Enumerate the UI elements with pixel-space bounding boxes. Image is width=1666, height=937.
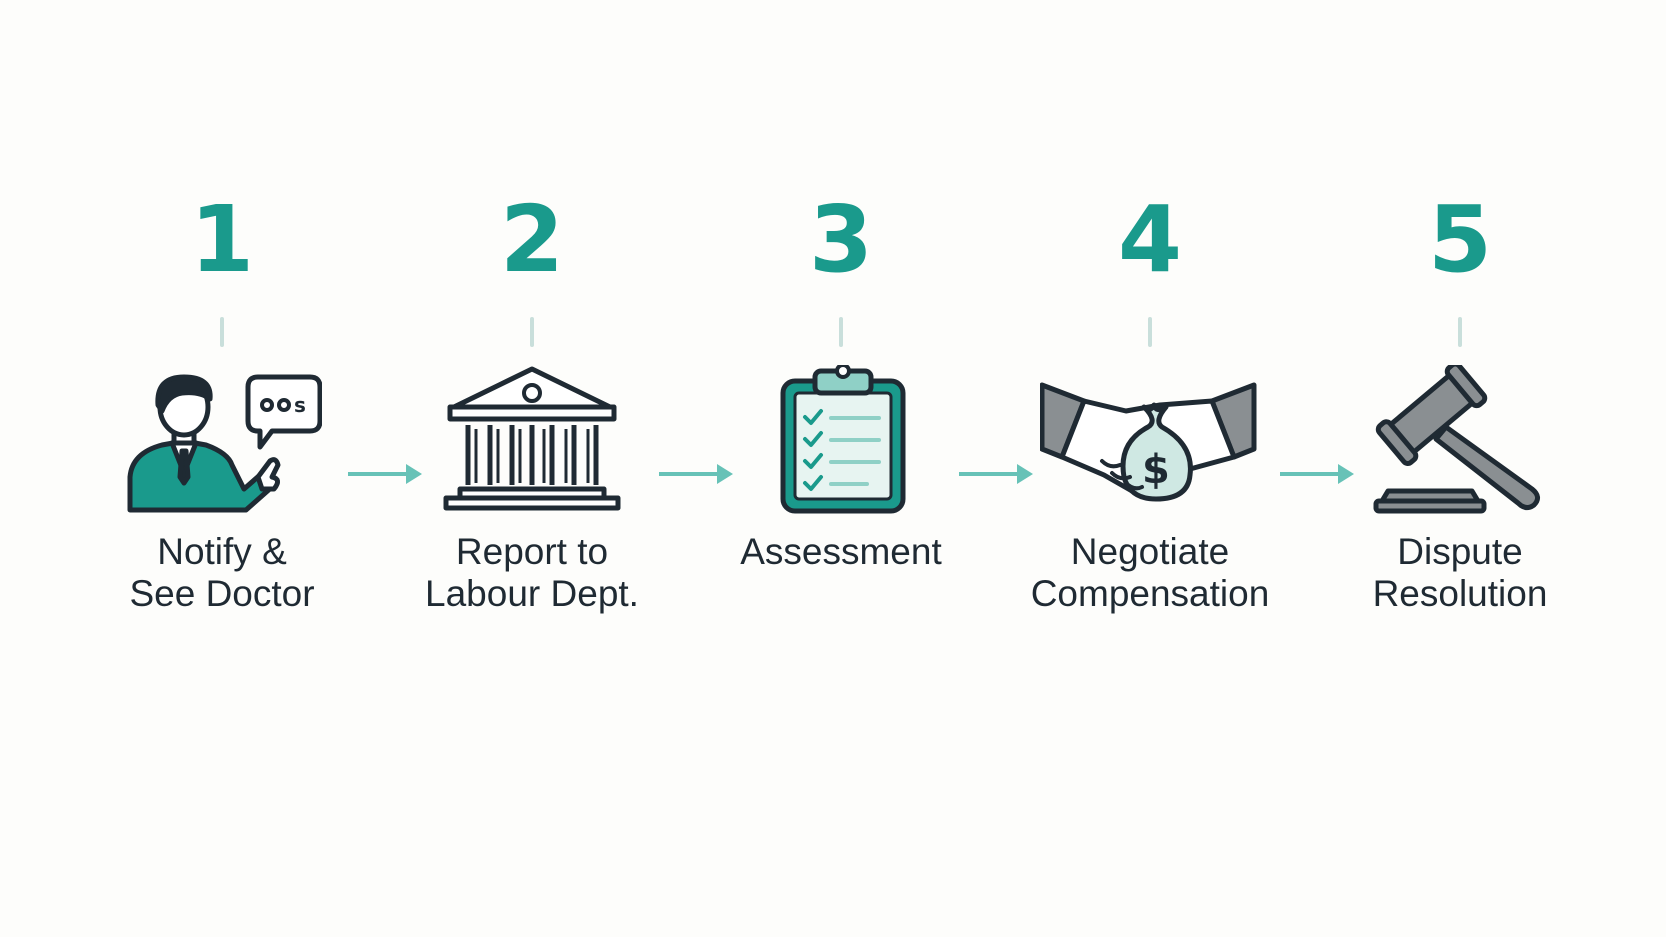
step-1: 1 s bbox=[72, 190, 372, 615]
step-2: 2 bbox=[382, 190, 682, 615]
step-3: 3 Assessment bbox=[691, 190, 991, 573]
step-label: Dispute Resolution bbox=[1372, 531, 1548, 614]
arrow-right-icon bbox=[657, 461, 737, 487]
arrow-right-icon bbox=[957, 461, 1037, 487]
gavel-icon bbox=[1373, 365, 1540, 514]
step-label: Report to Labour Dept. bbox=[425, 531, 639, 614]
arrow-right-icon bbox=[346, 461, 426, 487]
step-5: 5 Dispute Resolution bbox=[1310, 190, 1610, 615]
svg-text:s: s bbox=[294, 393, 306, 417]
clipboard-checklist-icon bbox=[780, 365, 906, 514]
step-label: Notify & See Doctor bbox=[129, 531, 315, 614]
svg-text:$: $ bbox=[1142, 447, 1170, 493]
government-building-icon bbox=[443, 366, 621, 511]
person-speech-icon: s bbox=[127, 374, 322, 513]
step-label: Assessment bbox=[740, 531, 942, 572]
connector-tick bbox=[530, 317, 534, 347]
handshake-money-icon: $ bbox=[1040, 382, 1257, 502]
step-number: 1 bbox=[189, 186, 254, 293]
arrow-right-icon bbox=[1278, 461, 1358, 487]
step-label: Negotiate Compensation bbox=[1030, 531, 1270, 614]
connector-tick bbox=[1148, 317, 1152, 347]
step-4: 4 $ Negotiate Compensation bbox=[1000, 190, 1300, 615]
step-number: 5 bbox=[1427, 186, 1492, 293]
step-number: 3 bbox=[808, 186, 873, 293]
connector-tick bbox=[839, 317, 843, 347]
connector-tick bbox=[1458, 317, 1462, 347]
step-number: 4 bbox=[1117, 186, 1182, 293]
step-number: 2 bbox=[499, 186, 564, 293]
connector-tick bbox=[220, 317, 224, 347]
